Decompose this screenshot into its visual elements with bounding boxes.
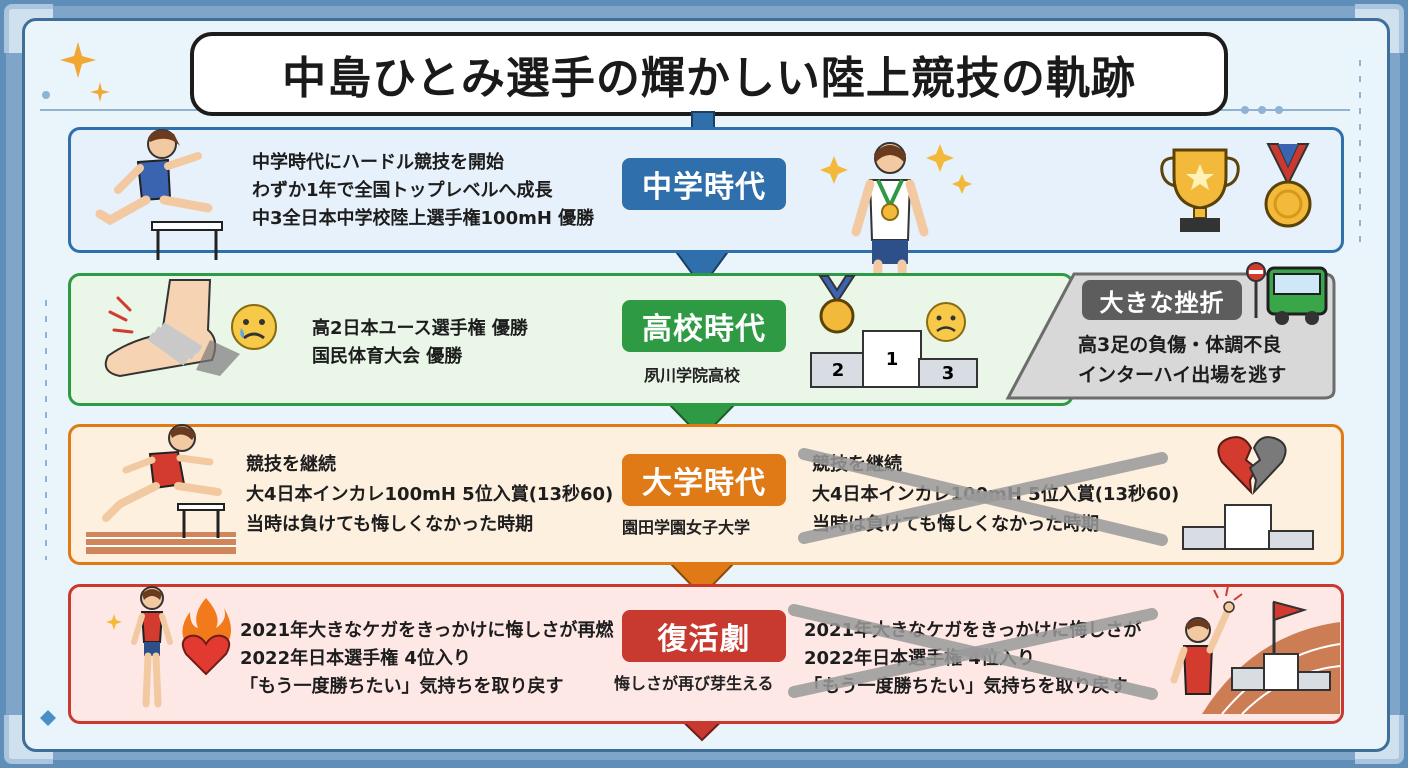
- strike-cross: [798, 448, 1168, 546]
- middle-school-badge: 中学時代: [622, 158, 786, 210]
- college-badge: 大学時代: [622, 454, 786, 506]
- broken-heart-icon: [1217, 436, 1287, 496]
- setback-line-1: 高3足の負傷・体調不良: [1078, 334, 1282, 356]
- middle-line-3: 中3全日本中学校陸上選手権100mH 優勝: [252, 208, 595, 229]
- hurdler-icon: [95, 129, 223, 260]
- high-line-1: 高2日本ユース選手権 優勝: [312, 318, 528, 339]
- sad-face-icon: [926, 302, 966, 342]
- podium-icon: [1182, 504, 1314, 550]
- celebrating-athlete-icon: [1170, 585, 1341, 715]
- hurdler-icon: [86, 424, 236, 554]
- trophy-icon: [1160, 148, 1240, 232]
- sad-face-icon: [231, 304, 277, 350]
- revival-badge: 復活劇: [622, 610, 786, 662]
- high-school-badge: 高校時代: [622, 300, 786, 352]
- podium-second: 2: [810, 352, 866, 388]
- setback-line-2: インターハイ出場を逃す: [1078, 364, 1287, 386]
- revival-line-2: 2022年日本選手権 4位入り: [240, 648, 471, 669]
- medal-icon: [818, 275, 856, 334]
- medal-icon: [1264, 143, 1312, 228]
- sparkle-icon: [60, 42, 110, 102]
- setback-badge: 大きな挫折: [1082, 280, 1242, 320]
- podium-icon: 2 1 3: [810, 330, 978, 388]
- college-line-1: 競技を継続: [246, 454, 336, 475]
- revival-line-1: 2021年大きなケガをきっかけに悔しさが再燃: [240, 620, 614, 641]
- strike-cross: [788, 604, 1158, 700]
- podium-first: 1: [862, 330, 922, 388]
- college-line-3: 当時は負けても悔しくなかった時期: [246, 514, 534, 535]
- revival-line-3: 「もう一度勝ちたい」気持ちを取り戻す: [240, 676, 564, 697]
- stop-sign-icon: [1246, 262, 1266, 318]
- college-school-name: 園田学園女子大学: [622, 518, 751, 537]
- middle-line-1: 中学時代にハードル競技を開始: [252, 152, 504, 173]
- injured-foot-icon: [104, 279, 240, 378]
- bus-icon: [1266, 266, 1328, 325]
- high-line-2: 国民体育大会 優勝: [312, 346, 463, 367]
- revival-struck-line-3: 「もう一度勝ちたい」気持ちを取り戻す: [804, 676, 1128, 697]
- page-title: 中島ひとみ選手の輝かしい陸上競技の軌跡: [190, 32, 1228, 116]
- revival-caption: 悔しさが再び芽生える: [614, 674, 774, 693]
- college-line-2: 大4日本インカレ100mH 5位入賞(13秒60): [246, 484, 614, 505]
- revival-panel: [68, 584, 1344, 724]
- high-school-name: 夙川学院高校: [644, 366, 741, 385]
- fire-heart-icon: [181, 598, 231, 676]
- athlete-standing-icon: [106, 586, 173, 708]
- middle-line-2: わずか1年で全国トップレベルへ成長: [252, 180, 553, 201]
- podium-third: 3: [918, 358, 978, 388]
